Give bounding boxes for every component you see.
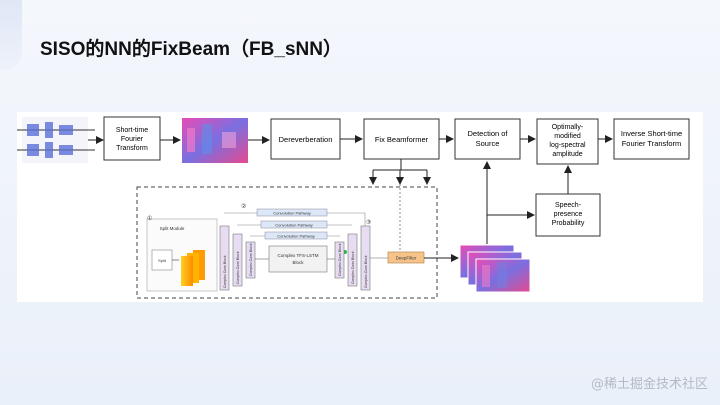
istft-block: Inverse Short-time Fourier Transform [613,118,690,160]
diagram-label: Convolution Pathway [277,234,315,239]
watermark: @稀土掘金技术社区 [590,377,708,392]
diagram-label: Convolution Pathway [273,211,311,216]
slide-title: SISO的NN的FixBeam（FB_sNN） [40,39,342,60]
diagram-label: Inverse Short-time [621,129,682,138]
diagram-label: Complex Conv Block [223,255,227,288]
split-module: Split Module Split [146,218,218,292]
diagram-label: Block [292,260,304,265]
diagram-label: Fourier Transform [622,139,682,148]
fix-beamformer-block: Fix Beamformer [363,118,440,160]
diagram-label: modified [554,133,581,140]
diagram-label: log-spectral [549,142,586,149]
spectrogram-image [182,118,248,163]
diagram-label: Optimally- [552,124,584,131]
diagram-label: Speech- [555,202,582,209]
network-container [136,186,438,299]
complex-conv-block-6: Complex Conv Block [360,225,371,291]
diagram-label: Probability [552,220,585,227]
convolution-pathway-1: Convolution Pathway [224,208,365,217]
diagram-label: Split Module [160,226,185,231]
waveform-icon [17,117,95,163]
speech-presence-probability-block: Speech- presence Probability [535,193,601,237]
diagram-label: Fix Beamformer [375,135,429,144]
diagram-label: Complex Conv Block [351,251,355,284]
diagram-label: Complex Conv Block [249,243,253,276]
deep-filter-block: DeepFilter [387,251,425,264]
diagram-label: Short-time [116,127,148,134]
convolution-pathway-2: Convolution Pathway [237,220,352,229]
diagram-label: Complex TFS-LSTM [278,253,319,258]
pipeline-figure: Short-time Fourier Transform Dereverbera… [17,112,703,302]
dereverberation-block: Dereverberation [270,118,341,160]
diagram-label: Split [158,258,167,263]
diagram-label: Fourier [121,136,144,143]
marker-1: ① [147,215,152,222]
diagram-label: DeepFilter [396,256,417,261]
complex-lstm-block: Complex TFS-LSTM Block [268,245,328,273]
diagram-label: Source [476,139,500,148]
complex-conv-block-4: Complex Conv Block [334,241,345,279]
diagram-label: Complex Conv Block [338,243,342,276]
complex-conv-block-1: Complex Conv Block [219,225,230,291]
source-detection-block: Detection of Source [454,118,521,160]
stft-block: Short-time Fourier Transform [103,116,161,161]
complex-conv-block-3: Complex Conv Block [245,241,256,279]
omlsa-block: Optimally- modified log-spectral amplitu… [536,118,599,165]
output-spectrogram-stack [459,244,531,293]
diagram-label: Dereverberation [279,135,333,144]
diagram-label: Complex Conv Block [236,251,240,284]
marker-2: ② [241,203,246,210]
diagram-label: Complex Conv Block [364,255,368,288]
diagram-label: presence [554,211,583,218]
diagram-label: Convolution Pathway [275,223,313,228]
diagram-label: amplitude [552,151,582,158]
convolution-pathway-3: Convolution Pathway [250,231,340,240]
marker-3: ③ [366,219,371,226]
diagram-label: Transform [116,145,148,152]
corner-decoration [0,0,22,70]
diagram-label: Detection of [467,129,508,138]
feature-cube-icon [181,250,205,286]
complex-conv-block-5: Complex Conv Block [347,233,358,287]
complex-conv-block-2: Complex Conv Block [232,233,243,287]
pipeline-diagram: Short-time Fourier Transform Dereverbera… [17,116,690,299]
